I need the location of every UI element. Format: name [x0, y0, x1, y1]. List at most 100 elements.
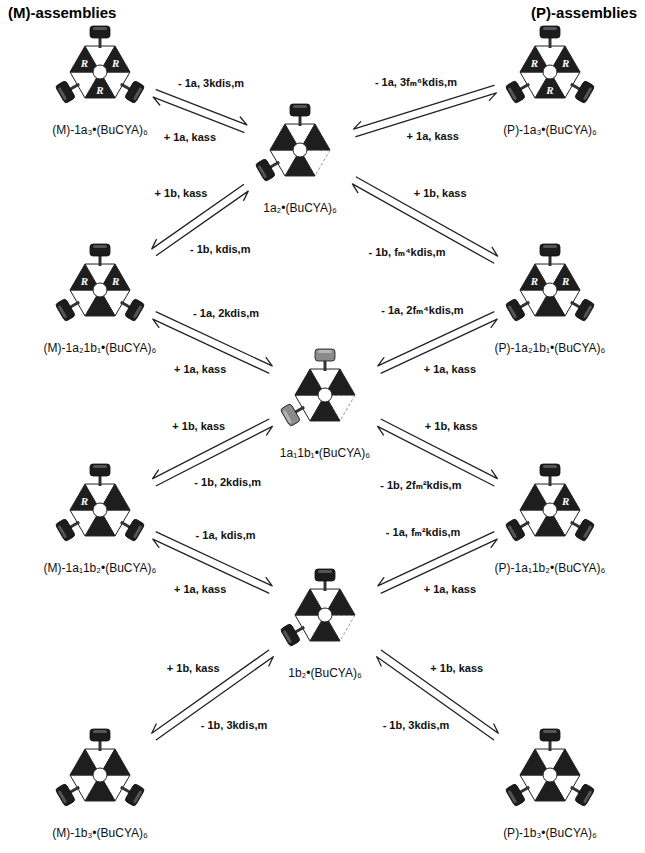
rate-label: - 1b, 3kdis,m — [381, 718, 452, 732]
assembly-caption: (P)-1a₂1b₁•(BuCYA)₆ — [495, 341, 606, 355]
calixarene-cap — [540, 26, 560, 38]
assembly-node: (P)-1b₃•(BuCYA)₆ — [499, 725, 601, 840]
cap-group — [124, 298, 144, 321]
cap-rod — [549, 475, 552, 486]
assembly-node: 1b₂•(BuCYA)₆ — [275, 565, 375, 680]
cap-group — [55, 783, 75, 806]
calixarene-cap — [124, 80, 144, 103]
cap-group — [124, 80, 144, 103]
cavity — [318, 608, 332, 622]
assembly-caption: (M)-1a₃•(BuCYA)₆ — [52, 123, 148, 137]
assembly-illustration — [50, 240, 150, 340]
cavity — [543, 768, 557, 782]
calixarene-cap — [574, 783, 594, 806]
cap-highlight — [583, 305, 593, 319]
cap-group — [90, 26, 110, 38]
cap-rod — [571, 302, 581, 308]
cap-highlight — [318, 350, 332, 353]
cap-group — [90, 244, 110, 256]
calixarene-cap — [505, 783, 525, 806]
cap-highlight — [58, 305, 68, 319]
calixarene-cap — [255, 158, 275, 181]
assembly-caption: (P)-1a₃•(BuCYA)₆ — [503, 123, 597, 137]
assembly-illustration — [500, 460, 600, 560]
cap-group — [90, 464, 110, 476]
calixarene-cap — [540, 729, 560, 741]
rate-label: - 1b, 2kdis,m — [192, 475, 263, 489]
chirality-label: R — [81, 57, 88, 69]
cap-group — [255, 158, 275, 181]
cap-highlight — [508, 87, 518, 101]
calixarene-cap — [124, 298, 144, 321]
calixarene-cap — [90, 244, 110, 256]
chirality-label: R — [562, 57, 569, 69]
equilibrium-arrow — [381, 650, 498, 733]
cap-rod — [520, 787, 530, 793]
calixarene-cap — [124, 783, 144, 806]
cap-group — [280, 623, 300, 646]
calixarene-cap — [505, 518, 525, 541]
assembly-illustration — [275, 565, 375, 665]
cap-highlight — [258, 165, 268, 179]
cap-group — [540, 26, 560, 38]
assembly-caption: 1a₂•(BuCYA)₆ — [263, 201, 337, 215]
assembly-node: (M)-1a₃•(BuCYA)₆ — [48, 22, 152, 137]
cap-rod — [324, 580, 327, 591]
cap-rod — [121, 522, 131, 528]
cap-rod — [299, 115, 302, 126]
cap-group — [55, 518, 75, 541]
calixarene-cap — [315, 349, 335, 361]
calixarene-cap — [90, 464, 110, 476]
cap-group — [574, 518, 594, 541]
cap-rod — [121, 787, 131, 793]
rate-label: + 1b, kass — [412, 186, 469, 200]
calixarene-cap — [540, 464, 560, 476]
cap-rod — [549, 37, 552, 48]
cap-group — [505, 783, 525, 806]
cap-highlight — [508, 790, 518, 804]
assembly-illustration — [500, 240, 600, 340]
cap-rod — [520, 522, 530, 528]
rate-label: - 1b, 3kdis,m — [199, 718, 270, 732]
equilibrium-arrow — [156, 657, 273, 740]
cap-group — [574, 80, 594, 103]
cap-highlight — [543, 27, 557, 30]
cap-rod — [520, 84, 530, 90]
cap-rod — [70, 787, 80, 793]
cap-rod — [99, 255, 102, 266]
calixarene-cap — [55, 80, 75, 103]
assembly-caption: 1a₁1b₁•(BuCYA)₆ — [280, 446, 370, 460]
rate-label: - 1a, 3fₘ⁶kdis,m — [373, 75, 459, 89]
calixarene-cap — [505, 298, 525, 321]
rate-label: + 1a, kass — [162, 130, 218, 144]
equilibrium-arrow — [381, 419, 497, 478]
cap-highlight — [293, 105, 307, 108]
assembly-node: 1a₂•(BuCYA)₆ — [250, 100, 350, 215]
rate-label: + 1a, kass — [422, 362, 478, 376]
rate-label: - 1a, 2fₘ⁴kdis,m — [379, 303, 465, 317]
cap-highlight — [283, 410, 293, 424]
cap-highlight — [58, 525, 68, 539]
assembly-node: (P)-1a₁1b₂•(BuCYA)₆ — [491, 460, 610, 575]
column-heading: (M)-assemblies — [8, 4, 116, 21]
cap-highlight — [543, 730, 557, 733]
equilibrium-arrow — [378, 312, 494, 366]
assembly-node: (M)-1a₁1b₂•(BuCYA)₆ — [40, 460, 161, 575]
rate-label: + 1a, kass — [172, 362, 228, 376]
cap-group — [540, 729, 560, 741]
assembly-illustration — [275, 345, 375, 445]
rate-label: - 1a, 2kdis,m — [191, 306, 261, 320]
assembly-node: (P)-1a₂1b₁•(BuCYA)₆ — [491, 240, 610, 355]
rate-label: - 1a, fₘ²kdis,m — [384, 525, 463, 539]
assembly-caption: (P)-1a₁1b₂•(BuCYA)₆ — [495, 561, 606, 575]
cap-group — [505, 518, 525, 541]
cap-rod — [571, 84, 581, 90]
cap-rod — [571, 787, 581, 793]
cavity — [543, 65, 557, 79]
cap-rod — [70, 84, 80, 90]
chirality-label: R — [81, 495, 88, 507]
equilibrium-arrow — [152, 650, 269, 733]
cap-group — [505, 298, 525, 321]
calixarene-cap — [280, 403, 300, 426]
cap-group — [124, 518, 144, 541]
